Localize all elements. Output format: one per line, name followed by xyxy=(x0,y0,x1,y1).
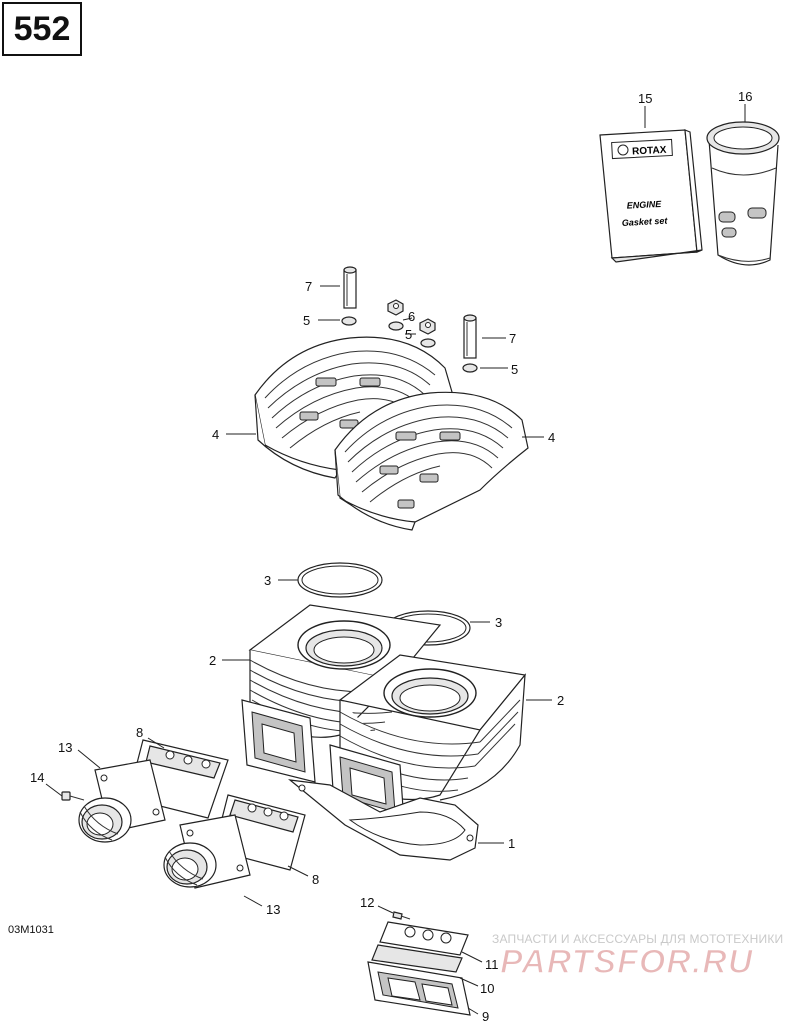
screw-14 xyxy=(61,791,85,801)
base-gasket-1 xyxy=(288,779,479,861)
callout-5: 5 xyxy=(405,327,412,342)
callout-3: 3 xyxy=(495,615,502,630)
callout-1: 1 xyxy=(508,836,515,851)
nut-6-b xyxy=(419,318,436,335)
callout-9: 9 xyxy=(482,1009,489,1024)
callout-labels: 16 15 7 5 6 5 7 5 4 4 3 3 2 2 8 13 14 1 … xyxy=(30,89,752,1024)
washer-5-a xyxy=(341,316,357,326)
callout-13: 13 xyxy=(266,902,280,917)
reed-block-9 xyxy=(367,961,471,1016)
callout-4: 4 xyxy=(212,427,219,442)
intake-port-left xyxy=(241,699,316,783)
stud-7-right xyxy=(463,314,477,359)
callout-5: 5 xyxy=(303,313,310,328)
book-line2: Gasket set xyxy=(622,216,669,228)
head-gasket-3-left xyxy=(297,562,383,598)
reed-petal-10 xyxy=(371,944,463,973)
gasket-set-book: ROTAX ENGINE Gasket set xyxy=(599,129,703,263)
page-number: 552 xyxy=(2,2,82,56)
callout-8: 8 xyxy=(312,872,319,887)
book-line1: ENGINE xyxy=(626,199,662,211)
callout-16: 16 xyxy=(738,89,752,104)
watermark-caption: ЗАПЧАСТИ И АКСЕССУАРЫ ДЛЯ МОТОТЕХНИКИ xyxy=(492,932,784,946)
callout-6: 6 xyxy=(408,309,415,324)
callout-12: 12 xyxy=(360,895,374,910)
watermark-logo-text: PARTSFOR.RU xyxy=(500,943,754,980)
intake-manifold-13-lower xyxy=(163,814,251,889)
callout-7: 7 xyxy=(509,331,516,346)
callout-3: 3 xyxy=(264,573,271,588)
callout-14: 14 xyxy=(30,770,44,785)
callout-13: 13 xyxy=(58,740,72,755)
rotax-logo-icon xyxy=(617,144,629,156)
callout-5: 5 xyxy=(511,362,518,377)
washer-5-d xyxy=(462,363,478,373)
intake-manifold-13-upper xyxy=(78,759,166,843)
cylinder-head-right xyxy=(334,391,529,531)
callout-2: 2 xyxy=(557,693,564,708)
stud-7-left xyxy=(343,266,357,309)
nut-6-a xyxy=(387,299,404,316)
washer-5-c xyxy=(420,338,436,348)
book-brand: ROTAX xyxy=(632,145,667,158)
callout-4: 4 xyxy=(548,430,555,445)
washer-5-b xyxy=(388,321,404,331)
callout-15: 15 xyxy=(638,91,652,106)
callout-8: 8 xyxy=(136,725,143,740)
cylinder-sleeve xyxy=(706,121,780,266)
watermark-logo: PARTSFOR.RU xyxy=(500,942,754,980)
reed-stopper-11 xyxy=(379,921,469,956)
callout-7: 7 xyxy=(305,279,312,294)
callout-2: 2 xyxy=(209,653,216,668)
intake-port-right xyxy=(329,744,405,823)
screw-12 xyxy=(392,911,411,920)
callout-10: 10 xyxy=(480,981,494,996)
document-code: 03M1031 xyxy=(8,924,54,936)
callout-11: 11 xyxy=(485,957,499,972)
leader-lines xyxy=(45,104,746,1015)
